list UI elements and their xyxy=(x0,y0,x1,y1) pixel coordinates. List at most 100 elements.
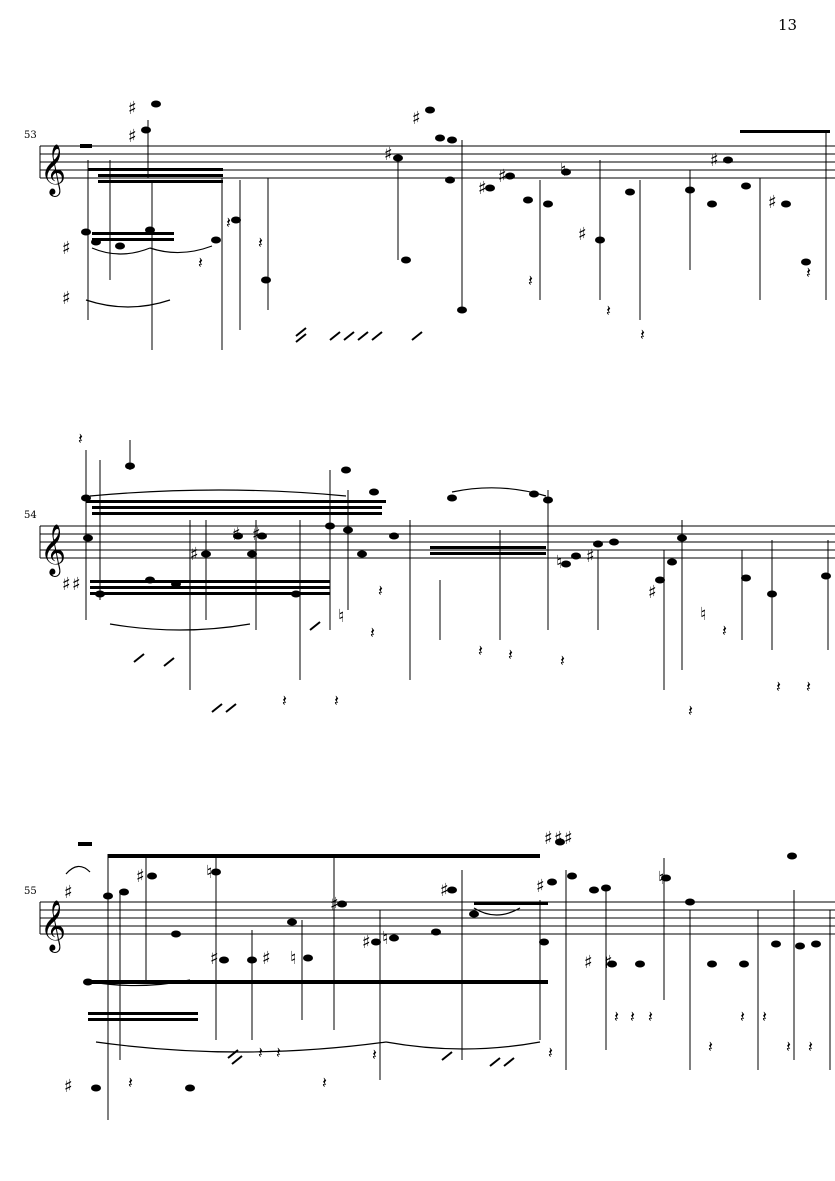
system-1: 53 𝄞 xyxy=(0,100,835,360)
sharp-icon: ♯ xyxy=(710,150,719,171)
staff-system: 𝄞 xyxy=(39,830,835,1120)
sharp-icon: ♯ xyxy=(64,882,73,903)
sharp-icon: ♯ xyxy=(210,948,219,969)
sharp-icon: ♯ xyxy=(768,192,777,213)
sharp-icon: ♯ xyxy=(262,948,271,969)
sharp-icon: ♯ xyxy=(128,100,137,119)
accidentals: ♯ ♯ ♮ ♯ ♯ ♮ ♯ ♯ ♯ ♯ ♯ ♮ ♯ ♯ ♯ ♮ ♯ ♯ xyxy=(64,830,664,1097)
quarter-rest-icon: 𝄽 xyxy=(762,1007,767,1026)
accidentals: ♯ ♯ ♯ ♯ ♯ ♯ ♯ ♯ ♮ ♯ ♯ ♯ xyxy=(62,100,777,309)
page-number: 13 xyxy=(778,16,798,34)
quarter-rest-icon: 𝄽 xyxy=(276,1043,281,1062)
ties xyxy=(89,487,547,631)
quarter-rest-icon: 𝄽 xyxy=(806,677,811,696)
sharp-icon: ♯ xyxy=(440,880,449,901)
system-2: 54 𝄞 xyxy=(0,430,835,730)
measure-number: 54 xyxy=(24,510,37,521)
natural-icon: ♮ xyxy=(560,160,566,181)
ledger-bundles xyxy=(107,854,831,1120)
ties xyxy=(85,245,213,308)
system-3: 55 𝄞 xyxy=(0,830,835,1160)
sharp-icon: ♯ xyxy=(544,830,553,849)
sharp-icon: ♯ xyxy=(232,524,241,545)
sharp-icon: ♯ xyxy=(362,932,371,953)
quarter-rest-icon: 𝄽 xyxy=(648,1007,653,1026)
treble-clef-icon: 𝄞 xyxy=(40,900,66,953)
ledger-bundles xyxy=(85,440,829,690)
quarter-rest-icon: 𝄽 xyxy=(606,301,611,320)
sharp-icon: ♯ xyxy=(190,544,199,565)
quarter-rest-icon: 𝄽 xyxy=(560,651,565,670)
staff-system: 𝄞 xyxy=(39,100,835,350)
quarter-rest-icon: 𝄽 xyxy=(478,641,483,660)
quarter-rest-icon: 𝄽 xyxy=(378,581,383,600)
quarter-rest-icon: 𝄽 xyxy=(282,691,287,710)
tremolo-marks xyxy=(295,327,423,343)
quarter-rest-icon: 𝄽 xyxy=(776,677,781,696)
quarter-rest-icon: 𝄽 xyxy=(806,263,811,282)
treble-clef-icon: 𝄞 xyxy=(40,144,66,197)
sharp-icon: ♯ xyxy=(648,582,657,603)
sharp-icon: ♯ xyxy=(478,178,487,199)
noteheads xyxy=(83,838,821,1092)
quarter-rest-icon: 𝄽 xyxy=(258,1043,263,1062)
noteheads xyxy=(81,462,831,598)
quarter-rest-icon: 𝄽 xyxy=(722,621,727,640)
tremolo-marks xyxy=(227,1049,515,1067)
noteheads xyxy=(81,100,811,314)
sharp-icon: ♯ xyxy=(564,830,573,849)
sharp-icon: ♯ xyxy=(554,830,563,849)
beams xyxy=(88,130,830,241)
quarter-rest-icon: 𝄽 xyxy=(198,253,203,272)
ledger-bundles xyxy=(87,120,827,350)
quarter-rest-icon: 𝄽 xyxy=(708,1037,713,1056)
sharp-icon: ♯ xyxy=(412,108,421,129)
sharp-icon: ♯ xyxy=(252,524,261,545)
treble-clef-icon: 𝄞 xyxy=(40,524,66,577)
ties xyxy=(65,865,541,1053)
natural-icon: ♮ xyxy=(206,862,212,883)
quarter-rest-icon: 𝄽 xyxy=(226,213,231,232)
natural-icon: ♮ xyxy=(382,928,388,949)
sharp-icon: ♯ xyxy=(64,1076,73,1097)
natural-icon: ♮ xyxy=(338,606,344,627)
sharp-icon: ♯ xyxy=(72,574,81,595)
quarter-rest-icon: 𝄽 xyxy=(614,1007,619,1026)
quarter-rest-icon: 𝄽 xyxy=(786,1037,791,1056)
sharp-icon: ♯ xyxy=(136,866,145,887)
sharp-icon: ♯ xyxy=(586,546,595,567)
quarter-rest-icon: 𝄽 xyxy=(808,1037,813,1056)
quarter-rest-icon: 𝄽 xyxy=(508,645,513,664)
sharp-icon: ♯ xyxy=(578,224,587,245)
staff xyxy=(39,901,835,935)
beams xyxy=(88,854,548,1021)
staff xyxy=(39,525,835,559)
quarter-rest-icon: 𝄽 xyxy=(372,1045,377,1064)
half-rest-icon xyxy=(78,842,92,846)
sharp-icon: ♯ xyxy=(384,144,393,165)
sharp-icon: ♯ xyxy=(62,574,71,595)
sharp-icon: ♯ xyxy=(62,288,71,309)
natural-icon: ♮ xyxy=(556,552,562,573)
beams xyxy=(86,500,546,595)
quarter-rest-icon: 𝄽 xyxy=(322,1073,327,1092)
natural-icon: ♮ xyxy=(658,868,664,889)
sharp-icon: ♯ xyxy=(330,894,339,915)
quarter-rest-icon: 𝄽 xyxy=(688,701,693,720)
quarter-rest-icon: 𝄽 xyxy=(548,1043,553,1062)
staff-system: 𝄞 xyxy=(39,430,835,720)
quarter-rest-icon: 𝄽 xyxy=(630,1007,635,1026)
quarter-rest-icon: 𝄽 xyxy=(370,623,375,642)
quarter-rest-icon: 𝄽 xyxy=(640,325,645,344)
quarter-rest-icon: 𝄽 xyxy=(128,1073,133,1092)
tremolo-marks xyxy=(133,621,321,713)
sharp-icon: ♯ xyxy=(128,126,137,147)
sharp-icon: ♯ xyxy=(498,166,507,187)
quarter-rest-icon: 𝄽 xyxy=(258,233,263,252)
natural-icon: ♮ xyxy=(290,948,296,969)
sharp-icon: ♯ xyxy=(536,876,545,897)
measure-number: 55 xyxy=(24,886,37,897)
quarter-rest-icon: 𝄽 xyxy=(740,1007,745,1026)
natural-icon: ♮ xyxy=(700,604,706,625)
sharp-icon: ♯ xyxy=(604,952,613,973)
